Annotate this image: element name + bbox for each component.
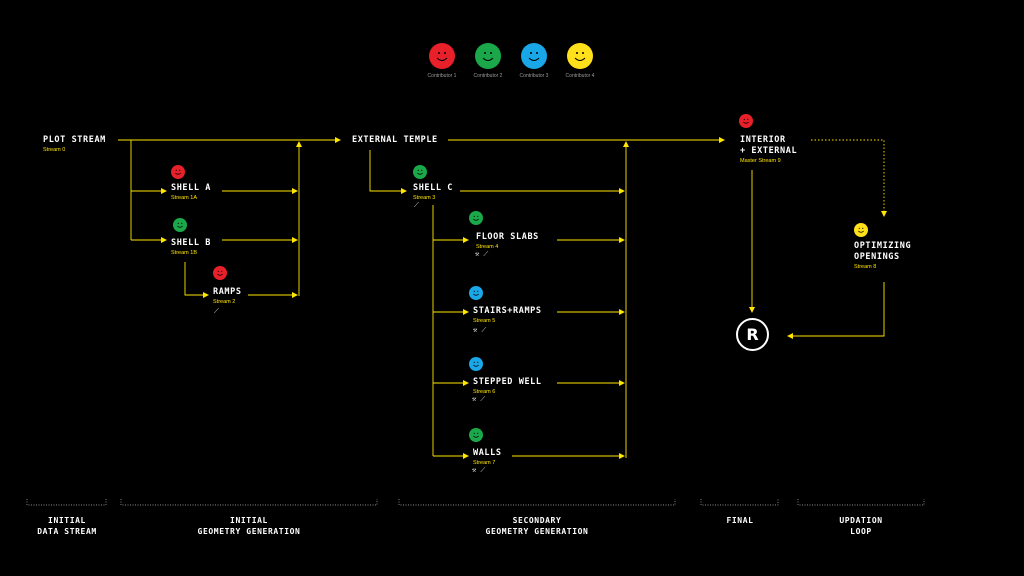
contributor-3-smiley-icon bbox=[521, 43, 547, 69]
node-subtitle: Stream 4 bbox=[476, 244, 499, 250]
node-title: FLOOR SLABS bbox=[476, 232, 539, 242]
contributor-2-smiley-icon bbox=[475, 43, 501, 69]
contributor-1-smiley-icon bbox=[429, 43, 455, 69]
contributor-blue-smiley-icon bbox=[469, 286, 483, 300]
node-title: SHELL C bbox=[413, 183, 454, 193]
phase-bracket-1 bbox=[26, 499, 107, 506]
contributor-red-smiley-icon bbox=[171, 165, 185, 179]
node-title: SHELL B bbox=[171, 238, 212, 248]
node-external-temple: EXTERNAL TEMPLE bbox=[352, 135, 438, 146]
node-title: EXTERNAL TEMPLE bbox=[352, 135, 438, 145]
wire-loop-dotted bbox=[811, 139, 887, 217]
contributor-red-smiley-icon bbox=[739, 114, 753, 128]
contributor-red-smiley-icon bbox=[213, 266, 227, 280]
node-plot-stream: PLOT STREAM Stream 0 bbox=[43, 135, 106, 154]
node-subtitle: Stream 1A bbox=[171, 195, 197, 201]
phase-label-updation-loop: UPDATION LOOP bbox=[839, 516, 883, 536]
node-shell-c: SHELL C Stream 3 bbox=[413, 183, 453, 202]
contributor-green-smiley-icon bbox=[469, 428, 483, 442]
phase-label-final: FINAL bbox=[726, 516, 754, 525]
node-subtitle: Master Stream 9 bbox=[740, 158, 781, 164]
tool-icons: ⚒ ⟋ bbox=[473, 326, 487, 334]
tool-icon: ⟋ bbox=[214, 307, 219, 315]
legend-label-4: Contributor 4 bbox=[565, 73, 595, 79]
tool-icons: ⚒ ⟋ bbox=[472, 395, 486, 403]
phase-bracket-5 bbox=[797, 499, 925, 506]
node-title: OPTIMIZING OPENINGS bbox=[854, 241, 912, 262]
phase-bracket-3 bbox=[398, 499, 676, 506]
node-title: WALLS bbox=[473, 448, 502, 458]
node-title: RAMPS bbox=[213, 287, 242, 297]
node-shell-a: SHELL A Stream 1A bbox=[171, 183, 211, 202]
phase-label-initial-geometry: INITIAL GEOMETRY GENERATION bbox=[197, 516, 301, 536]
node-floor-slabs: FLOOR SLABS Stream 4 bbox=[476, 232, 539, 251]
contributor-green-smiley-icon bbox=[413, 165, 427, 179]
node-subtitle: Stream 8 bbox=[854, 264, 877, 270]
wire-to-ramps bbox=[184, 262, 209, 298]
node-title: SHELL A bbox=[171, 183, 212, 193]
contributor-yellow-smiley-icon bbox=[854, 223, 868, 237]
node-subtitle: Stream 3 bbox=[413, 195, 436, 201]
node-subtitle: Stream 5 bbox=[473, 318, 496, 324]
tool-icons: ⚒ ⟋ bbox=[475, 250, 489, 258]
contributor-4-smiley-icon bbox=[567, 43, 593, 69]
node-title: PLOT STREAM bbox=[43, 135, 106, 145]
phase-bracket-4 bbox=[700, 499, 779, 506]
legend-label-1: Contributor 1 bbox=[427, 73, 457, 79]
wire-optimizing-to-result bbox=[787, 282, 885, 339]
node-optimizing-openings: OPTIMIZING OPENINGS Stream 8 bbox=[854, 241, 911, 271]
node-title: STAIRS+RAMPS bbox=[473, 306, 542, 316]
node-subtitle: Stream 2 bbox=[213, 299, 236, 305]
tool-icons: ⚒ ⟋ bbox=[472, 466, 486, 474]
node-subtitle: Stream 6 bbox=[473, 389, 496, 395]
phase-label-initial-data-stream: INITIAL DATA STREAM bbox=[37, 516, 97, 536]
contributor-green-smiley-icon bbox=[469, 211, 483, 225]
legend-label-2: Contributor 2 bbox=[473, 73, 503, 79]
node-subtitle: Stream 1B bbox=[171, 250, 197, 256]
result-logo-icon: R bbox=[736, 318, 769, 351]
wire-to-shell-c bbox=[369, 150, 407, 194]
contributor-blue-smiley-icon bbox=[469, 357, 483, 371]
node-ramps: RAMPS Stream 2 bbox=[213, 287, 242, 306]
tool-icon: ⟋ bbox=[414, 201, 419, 209]
legend-label-3: Contributor 3 bbox=[519, 73, 549, 79]
node-title: STEPPED WELL bbox=[473, 377, 542, 387]
node-interior-external: INTERIOR + EXTERNAL Master Stream 9 bbox=[740, 135, 797, 165]
node-shell-b: SHELL B Stream 1B bbox=[171, 238, 211, 257]
node-stepped-well: STEPPED WELL Stream 6 bbox=[473, 377, 542, 396]
node-title: INTERIOR + EXTERNAL bbox=[740, 135, 798, 156]
node-subtitle: Stream 7 bbox=[473, 460, 496, 466]
phase-label-secondary-geometry: SECONDARY GEOMETRY GENERATION bbox=[485, 516, 589, 536]
node-stairs-ramps: STAIRS+RAMPS Stream 5 bbox=[473, 306, 542, 325]
node-subtitle: Stream 0 bbox=[43, 147, 66, 153]
phase-bracket-2 bbox=[120, 499, 378, 506]
node-walls: WALLS Stream 7 bbox=[473, 448, 502, 467]
contributor-green-smiley-icon bbox=[173, 218, 187, 232]
